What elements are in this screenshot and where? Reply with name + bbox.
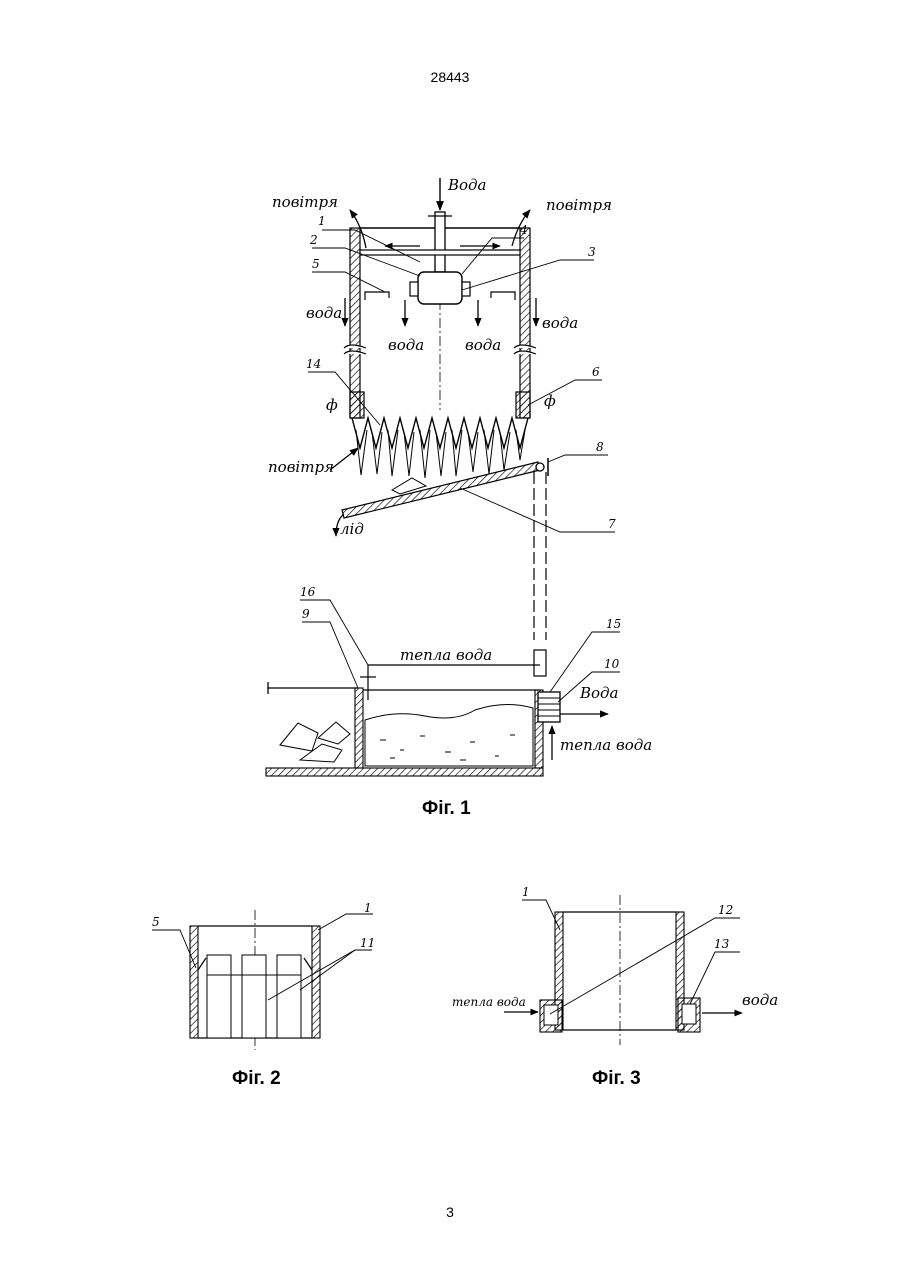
figure-3-caption: Фіг. 3 (592, 1068, 641, 1090)
figure-2: 5 1 11 (152, 901, 375, 1050)
part-number-5: 5 (312, 257, 320, 271)
label-povitrya-left: повітря (272, 193, 338, 211)
fig3-part-number-12: 12 (718, 903, 733, 917)
part-number-16: 16 (300, 585, 316, 599)
label-voda-right-side: вода (542, 314, 578, 332)
fig2-part-number-5: 5 (152, 915, 160, 929)
left-wall (350, 228, 360, 418)
label-lid: лід (340, 520, 364, 538)
label-voda-outlet: Вода (579, 684, 619, 702)
fig2-part-number-1: 1 (364, 901, 372, 915)
part-number-7: 7 (608, 517, 616, 531)
label-voda-center-left: вода (388, 336, 424, 354)
label-povitrya-bottom: повітря (268, 458, 334, 476)
label-phi-left: ф (326, 396, 338, 414)
label-povitrya-right: повітря (546, 196, 612, 214)
part-number-4: 4 (519, 223, 528, 237)
figure-1: Вода повітря повітря вода вода вода вода… (266, 176, 652, 776)
part-number-2: 2 (309, 233, 318, 247)
figure-1-caption: Фіг. 1 (422, 798, 471, 820)
fig3-part-number-1: 1 (522, 885, 530, 899)
label-phi-right: ф (544, 392, 556, 410)
part-number-3: 3 (588, 245, 596, 259)
page-number: 3 (0, 1204, 900, 1220)
part-number-14: 14 (306, 357, 321, 371)
part-number-15: 15 (606, 617, 621, 631)
part-number-8: 8 (596, 440, 604, 454)
fig3-label-voda: вода (742, 991, 778, 1009)
label-voda-center-right: вода (465, 336, 501, 354)
figure-3: 1 12 13 тепла вода вода (452, 885, 778, 1045)
label-voda-left-side: вода (306, 304, 342, 322)
fig3-label-tepla-voda: тепла вода (452, 995, 526, 1009)
right-wall (520, 228, 530, 418)
label-voda-top: Вода (447, 176, 487, 194)
label-tepla-voda-top: тепла вода (400, 646, 492, 664)
part-number-6: 6 (592, 365, 600, 379)
fig3-part-number-13: 13 (714, 937, 730, 951)
part-number-9: 9 (302, 607, 310, 621)
label-tepla-voda-inlet: тепла вода (560, 736, 652, 754)
fig2-part-number-11: 11 (360, 936, 375, 950)
part-number-1: 1 (318, 214, 326, 228)
part-number-10: 10 (604, 657, 620, 671)
figure-2-caption: Фіг. 2 (232, 1068, 281, 1090)
